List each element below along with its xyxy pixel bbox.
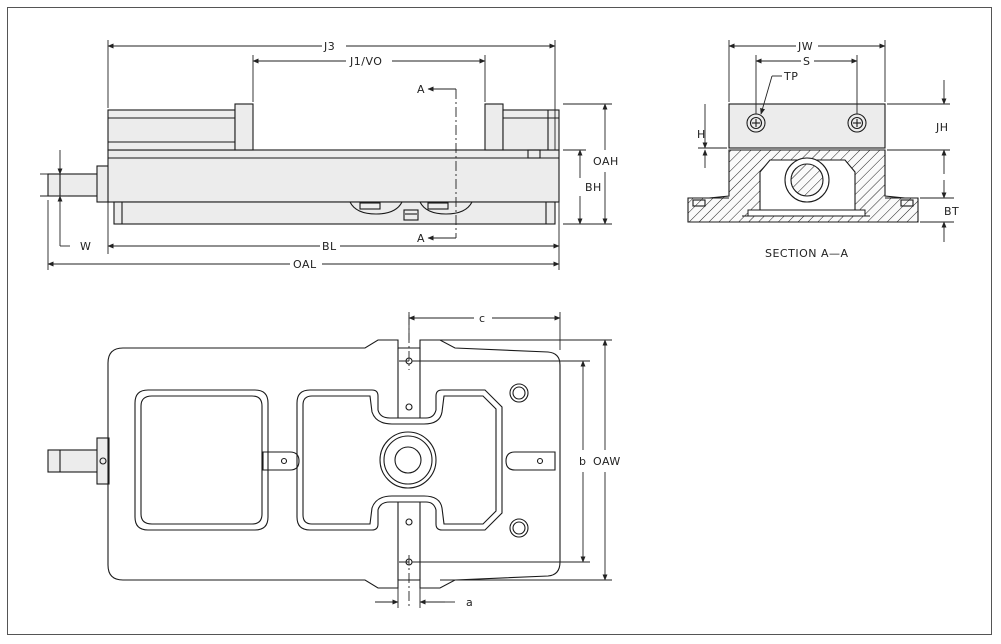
w-label: W <box>80 240 91 253</box>
oah-label: OAH <box>593 155 619 168</box>
b-dimension: b <box>412 360 590 563</box>
vise-body <box>107 149 560 225</box>
section-label-bottom: A <box>417 232 425 245</box>
c-dimension: c <box>408 312 561 350</box>
a-label: a <box>466 596 473 609</box>
bh-label: BH <box>585 181 602 194</box>
screw-boss <box>379 431 437 489</box>
right-slot <box>505 451 556 471</box>
handle-shaft <box>47 165 110 203</box>
bl-label: BL <box>322 240 337 253</box>
lead-screw-section <box>784 157 830 203</box>
oal-label: OAL <box>293 258 317 271</box>
jaw-plate <box>728 103 886 149</box>
center-pocket <box>296 389 503 531</box>
movable-jaw <box>107 103 254 151</box>
b-label: b <box>579 455 586 468</box>
mount-hole-lower <box>509 518 529 538</box>
c-label: c <box>479 312 486 325</box>
oaw-dimension: OAW <box>440 339 621 581</box>
bl-dimension: BL <box>107 202 560 254</box>
mount-hole-upper <box>509 383 529 403</box>
oah-dimension: OAH <box>563 103 619 225</box>
tp-label: TP <box>783 70 798 83</box>
h-label: H <box>697 128 706 141</box>
oaw-label: OAW <box>593 455 621 468</box>
section-cut-line: A A <box>417 83 457 245</box>
w-dimension: W <box>40 150 91 253</box>
bh-dimension: BH <box>563 149 602 225</box>
jh-label: JH <box>935 121 949 134</box>
s-dimension: S <box>755 55 858 114</box>
oal-dimension: OAL <box>47 200 560 271</box>
fixed-jaw <box>484 103 560 159</box>
j3-label: J3 <box>323 40 335 53</box>
top-view: c b OAW a <box>47 312 621 609</box>
j3-dimension: J3 <box>107 40 556 150</box>
section-label-top: A <box>417 83 425 96</box>
j1-vo-label: J1/VO <box>349 55 382 68</box>
top-handle <box>47 437 110 485</box>
jh-dimension: JH <box>887 80 950 174</box>
left-slot <box>262 451 300 471</box>
jw-dimension: JW <box>728 40 886 102</box>
bt-dimension: BT <box>920 180 959 242</box>
s-label: S <box>803 55 810 68</box>
front-view: A A J3 J1/VO OAH <box>40 40 619 271</box>
top-body-outline <box>107 339 561 589</box>
bt-label: BT <box>944 205 959 218</box>
a-dimension: a <box>375 580 473 609</box>
h-dimension: H <box>697 104 727 168</box>
left-pocket <box>134 389 269 531</box>
jw-label: JW <box>797 40 813 53</box>
section-caption: SECTION A—A <box>765 247 849 260</box>
section-view: JW S TP H JH <box>687 40 959 260</box>
tp-leader: TP <box>760 70 798 115</box>
j1-vo-dimension: J1/VO <box>252 55 486 102</box>
